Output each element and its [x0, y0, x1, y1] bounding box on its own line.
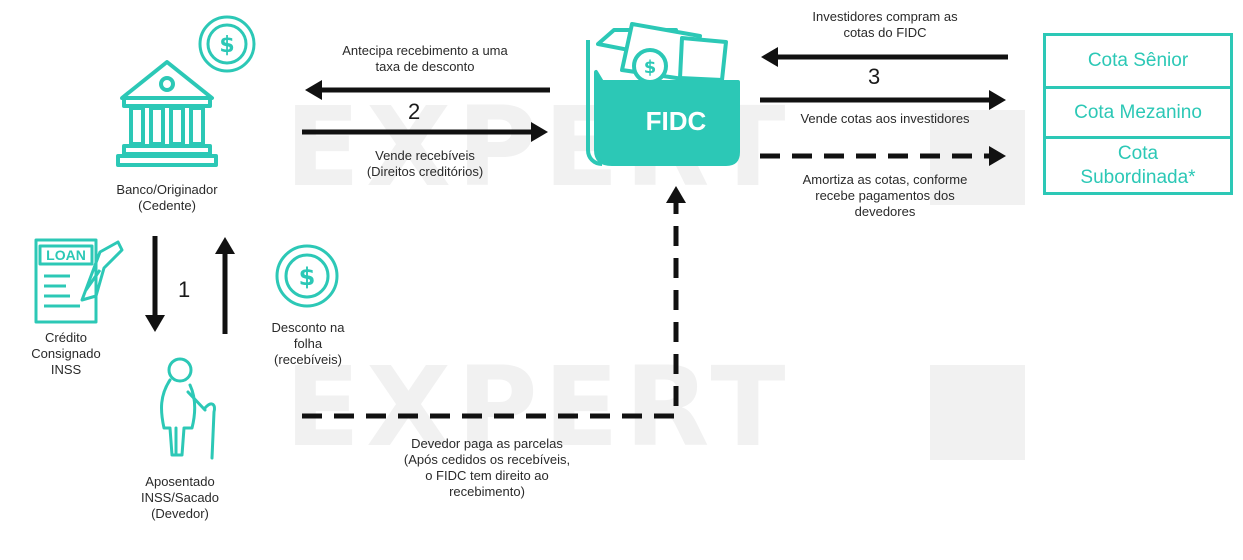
flow-debtor-pays-line1: Devedor paga as parcelas: [411, 436, 563, 451]
arrow-sell-receivables-right: [302, 122, 548, 142]
flow-sells-receivables-line2: (Direitos creditórios): [366, 164, 484, 179]
cota-subordinada-line2: Subordinada*: [1080, 166, 1196, 188]
flow-sells-quotas-label: Vende cotas aos investidores: [800, 111, 970, 126]
bank-label-line2: (Cedente): [138, 198, 196, 213]
step-number-3: 3: [868, 64, 881, 89]
discount-label: Desconto na folha (recebíveis): [248, 320, 368, 368]
svg-text:$: $: [219, 33, 234, 58]
flow-amortize-line3: devedores: [854, 204, 916, 219]
bank-label: Banco/Originador (Cedente): [97, 182, 237, 214]
flow-anticipate-label: Antecipa recebimento a uma taxa de desco…: [300, 43, 550, 75]
arrow-investors-buy-left: [761, 47, 1008, 67]
flow-investors-buy-line2: cotas do FIDC: [843, 25, 927, 40]
arrow-anticipate-left: [305, 80, 550, 100]
dollar-coin-icon: $: [198, 15, 256, 73]
flow-debtor-pays-line2: (Após cedidos os recebíveis,: [403, 452, 571, 467]
arrow-sell-quotas-right: [760, 90, 1006, 110]
watermark-logo-box-top: [930, 110, 1025, 205]
cota-mezanino: Cota Mezanino: [1046, 86, 1230, 136]
flow-anticipate-line2: taxa de desconto: [375, 59, 475, 74]
loan-label-line2: Consignado: [31, 346, 101, 361]
loan-document-icon: [34, 238, 124, 324]
loan-icon-text: LOAN: [46, 247, 86, 263]
flow-anticipate-line1: Antecipa recebimento a uma: [342, 43, 508, 58]
elderly-person-icon: [160, 357, 216, 460]
svg-text:$: $: [299, 263, 316, 291]
flow-amortize-line1: Amortiza as cotas, conforme: [802, 172, 968, 187]
step-number-1: 1: [178, 277, 191, 302]
arrow-up-to-bank: [215, 237, 235, 334]
loan-label: Crédito Consignado INSS: [16, 330, 116, 378]
fidc-folder-icon: $: [586, 22, 740, 166]
discount-label-line2: folha: [293, 336, 323, 351]
loan-label-line3: INSS: [50, 362, 82, 377]
bank-label-line1: Banco/Originador: [116, 182, 218, 197]
flow-investors-buy-line1: Investidores compram as: [812, 9, 958, 24]
flow-debtor-pays-label: Devedor paga as parcelas (Após cedidos o…: [362, 436, 612, 500]
retiree-label-line3: (Devedor): [151, 506, 209, 521]
flow-sells-receivables-label: Vende recebíveis (Direitos creditórios): [300, 148, 550, 180]
cota-subordinada-line1: Cota: [1117, 142, 1159, 164]
flow-investors-buy-label: Investidores compram as cotas do FIDC: [760, 9, 1010, 41]
fidc-label: FIDC: [645, 106, 707, 136]
bank-icon: [116, 60, 218, 167]
arrow-debtor-pays-dashed: [302, 186, 686, 419]
cotas-box: Cota Sênior Cota Mezanino Cota Subordina…: [1043, 33, 1233, 195]
flow-debtor-pays-line3: o FIDC tem direito ao: [425, 468, 549, 483]
cota-subordinada: Cota Subordinada*: [1046, 136, 1230, 192]
flow-amortize-label: Amortiza as cotas, conforme recebe pagam…: [760, 172, 1010, 220]
flow-debtor-pays-line4: recebimento): [449, 484, 525, 499]
loan-label-line1: Crédito: [45, 330, 87, 345]
watermark-brand-bottom: EXPERT: [285, 343, 792, 471]
svg-text:$: $: [644, 57, 657, 78]
flow-sells-receivables-line1: Vende recebíveis: [375, 148, 475, 163]
arrow-amortize-dashed-right: [760, 146, 1006, 166]
retiree-label-line2: INSS/Sacado: [140, 490, 220, 505]
arrow-down-to-retiree: [145, 236, 165, 332]
discount-label-line3: (recebíveis): [274, 352, 342, 367]
discount-label-line1: Desconto na: [271, 320, 345, 335]
flow-amortize-line2: recebe pagamentos dos: [815, 188, 955, 203]
dollar-coin-icon: $: [275, 244, 339, 308]
cota-senior: Cota Sênior: [1087, 50, 1189, 71]
retiree-label: Aposentado INSS/Sacado (Devedor): [115, 474, 245, 522]
step-number-2: 2: [408, 99, 421, 124]
retiree-label-line1: Aposentado: [145, 474, 215, 489]
watermark-logo-box-bottom: [930, 365, 1025, 460]
